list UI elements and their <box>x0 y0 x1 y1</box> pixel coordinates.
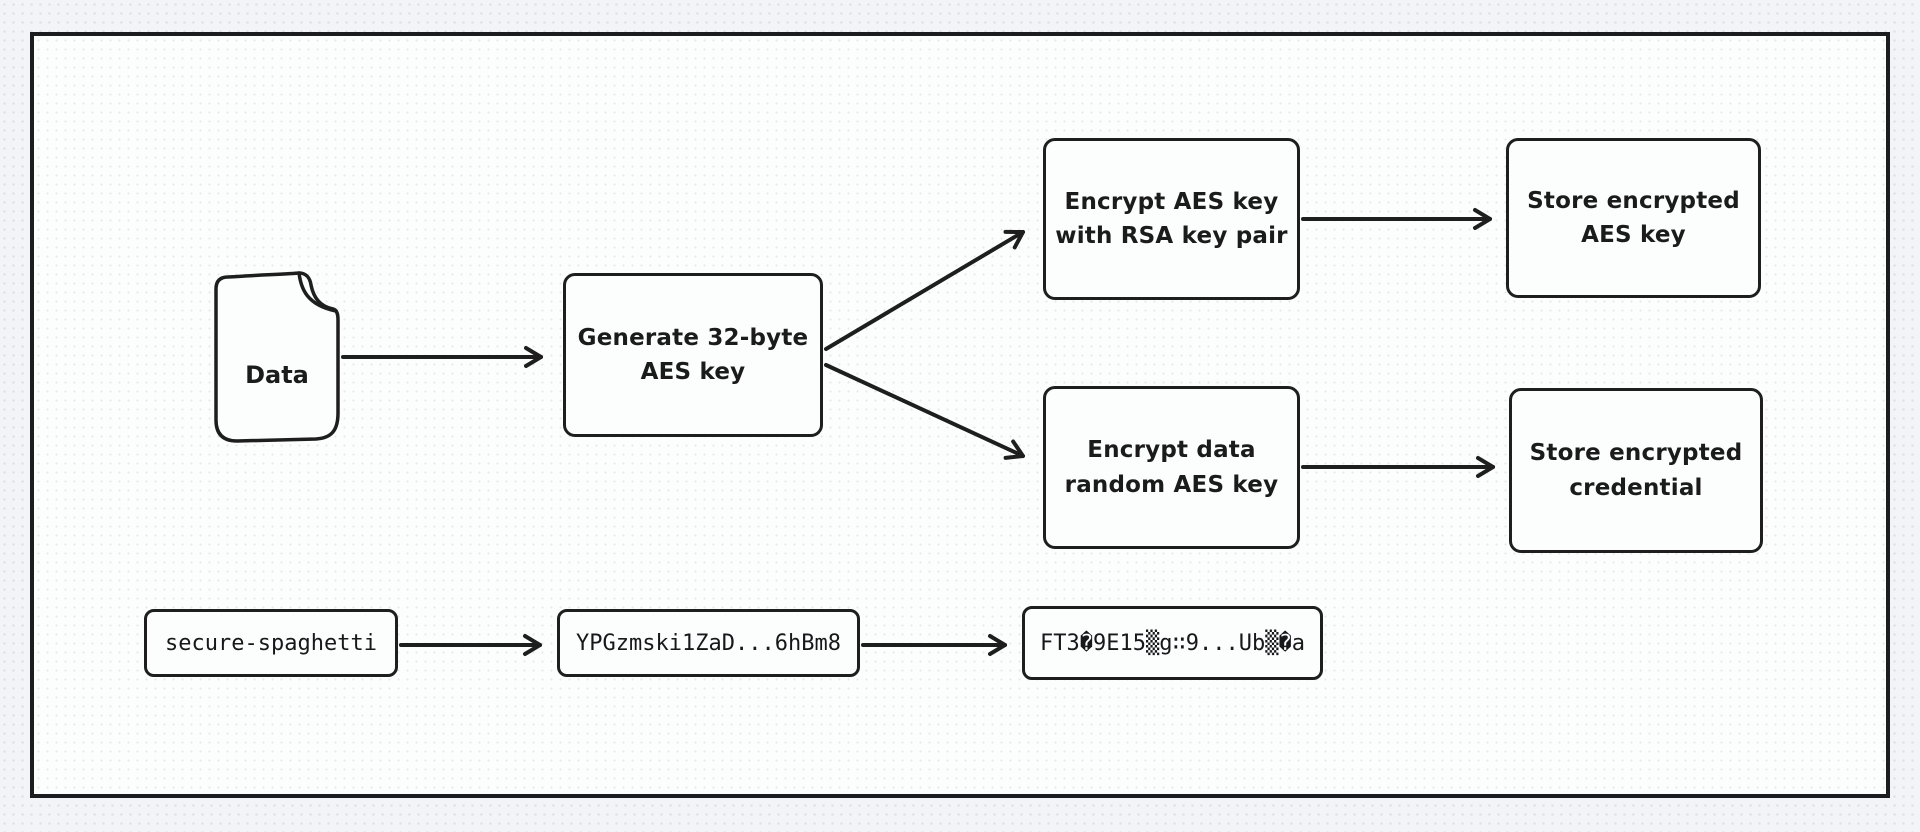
node-encoded-key: YPGzmski1ZaD...6hBm8 <box>557 609 860 677</box>
node-store-encrypted-credential: Store encrypted credential <box>1509 388 1763 553</box>
node-encrypt-aes-key-rsa: Encrypt AES key with RSA key pair <box>1043 138 1300 300</box>
node-generate-aes-key: Generate 32-byte AES key <box>563 273 823 437</box>
node-plaintext-secret: secure-spaghetti <box>144 609 398 677</box>
node-data-label: Data <box>245 361 309 389</box>
node-encrypt-data: Encrypt data random AES key <box>1043 386 1300 549</box>
node-ciphertext: FT3�9E15▒g∷9...Ub▒�a <box>1022 606 1323 680</box>
node-store-encrypted-aes-key: Store encrypted AES key <box>1506 138 1761 298</box>
